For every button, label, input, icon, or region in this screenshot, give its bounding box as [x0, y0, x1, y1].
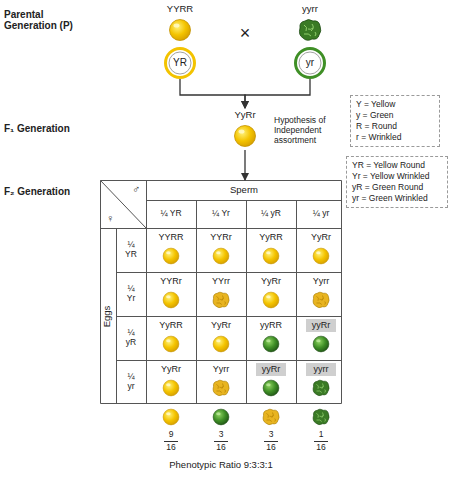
egg-gamete-header: ¼ Yr [116, 272, 146, 316]
phenotype-fraction: 16 [309, 442, 333, 453]
fraction-bar [164, 441, 328, 442]
female-symbol: ♀ [101, 210, 119, 226]
pea-icon [235, 126, 256, 147]
pea-icon [313, 292, 329, 308]
key-entry: Y = Yellow [356, 99, 434, 110]
pea-icon [213, 292, 229, 308]
f1-pea: YyRr [220, 108, 270, 150]
phenotype-fraction: 3 [209, 429, 233, 440]
phenotype-pea [313, 409, 329, 425]
pea-icon [170, 20, 191, 41]
phenotype-fraction: 16 [259, 442, 283, 453]
genotype-cell: YYRr [196, 231, 246, 244]
sperm-gamete-header: ¼ YR [146, 201, 196, 227]
pea-shape [168, 18, 192, 42]
genotype-label: YyRr [220, 108, 270, 122]
key-entry: R = Round [356, 121, 434, 132]
phenotype-fraction: 16 [209, 442, 233, 453]
generation-title: F₂ Generation [4, 185, 96, 199]
parent-pea: yyrr [290, 2, 330, 44]
key-entry: yr = Green Wrinkled [352, 193, 442, 204]
genotype-cell: YyRR [246, 231, 296, 244]
pea-icon [213, 248, 229, 264]
genotype-cell: YyRr [296, 231, 346, 244]
pea-shape [233, 124, 257, 148]
phenotype-fraction: 16 [159, 442, 183, 453]
egg-gamete-header: ¼ YR [116, 228, 146, 272]
pea-icon [163, 248, 179, 264]
genotype-cell: Yyrr [296, 275, 346, 288]
pea-icon [263, 248, 279, 264]
genotype-cell: yyRr [256, 363, 286, 376]
genotype-cell: yyrr [306, 363, 336, 376]
pea-icon [313, 248, 329, 264]
genotype-cell: YyRr [146, 363, 196, 376]
phenotype-pea [213, 409, 229, 425]
key-entry: YR = Yellow Round [352, 160, 442, 171]
eggs-cell: Eggs [100, 228, 116, 404]
genotype-cell: YYRR [146, 231, 196, 244]
genotype-cell: YYRr [146, 275, 196, 288]
key-entry: Yr = Yellow Wrinkled [352, 171, 442, 182]
pea-icon [163, 380, 179, 396]
gamete-circle: yr [294, 47, 326, 79]
pea-icon [263, 380, 279, 396]
gamete-circle: YR [164, 47, 196, 79]
cross-symbol: × [233, 22, 257, 44]
genotype-cell: yyRR [246, 319, 296, 332]
sperm-gamete-header: ¼ yr [296, 201, 346, 227]
pea-icon [299, 20, 320, 41]
key-box: YR = Yellow RoundYr = Yellow WrinkledyR … [346, 156, 448, 208]
genotype-cell: YYrr [196, 275, 246, 288]
pea-icon [263, 336, 279, 352]
egg-gamete-header: ¼ yR [116, 316, 146, 360]
pea-icon [313, 380, 329, 396]
eggs-label: Eggs [103, 305, 114, 327]
key-entry: r = Wrinkled [356, 132, 434, 143]
generation-title: Parental Generation (P) [4, 6, 96, 34]
pea-shape [298, 18, 322, 42]
genotype-label: YYRR [160, 2, 200, 16]
parent-pea: YYRR [160, 2, 200, 44]
phenotype-fraction: 1 [309, 429, 333, 440]
gamete-label: yr [294, 47, 326, 79]
key-entry: yR = Green Round [352, 182, 442, 193]
phenotype-pea [263, 409, 279, 425]
pea-icon [313, 336, 329, 352]
egg-gamete-header: ¼ yr [116, 360, 146, 404]
genotype-cell: yyRr [306, 319, 336, 332]
punnett-grid [101, 181, 342, 404]
sperm-gamete-header: ¼ Yr [196, 201, 246, 227]
genotype-cell: YyRR [146, 319, 196, 332]
sperm-gamete-header: ¼ yR [246, 201, 296, 227]
phenotype-fraction: 3 [259, 429, 283, 440]
pea-icon [213, 336, 229, 352]
male-symbol: ♂ [127, 181, 145, 197]
hypothesis-note: Hypothesis of Independent assortment [274, 113, 348, 149]
connector-arrow [244, 150, 245, 180]
phenotype-pea [163, 409, 179, 425]
sperm-label: Sperm [146, 180, 342, 200]
genotype-cell: YyRr [246, 275, 296, 288]
generation-title: F₁ Generation [4, 122, 104, 136]
pea-icon [163, 336, 179, 352]
connector-arrow [180, 79, 245, 108]
pea-icon [163, 292, 179, 308]
pea-icon [263, 292, 279, 308]
pea-icon [213, 380, 229, 396]
ratio-caption: Phenotypic Ratio 9:3:3:1 [96, 457, 346, 473]
key-box: Y = Yellowy = GreenR = Roundr = Wrinkled [350, 95, 440, 147]
genotype-cell: Yyrr [196, 363, 246, 376]
genotype-cell: YyRr [196, 319, 246, 332]
connector-arrow [245, 79, 310, 108]
genotype-label: yyrr [290, 2, 330, 16]
key-entry: y = Green [356, 110, 434, 121]
phenotype-fraction: 9 [159, 429, 183, 440]
gamete-label: YR [164, 47, 196, 79]
